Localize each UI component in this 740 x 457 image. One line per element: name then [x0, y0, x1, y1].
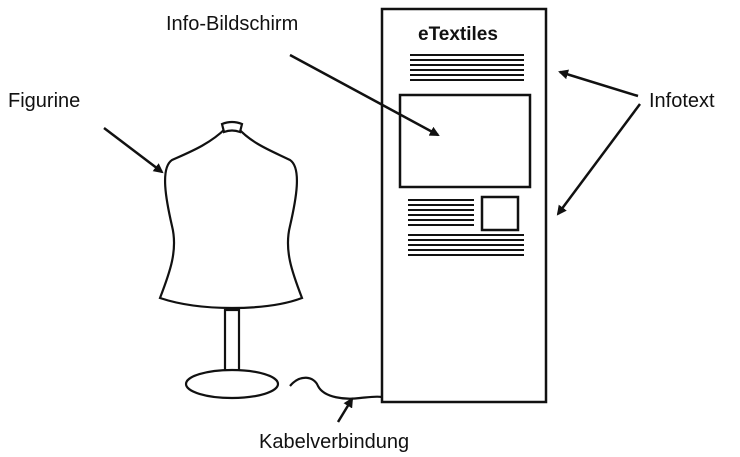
cable	[289, 376, 383, 400]
info-screen-label: Info-Bildschirm	[166, 13, 299, 35]
infotext-label: Infotext	[649, 90, 715, 112]
infotext-arrow-top	[558, 69, 639, 98]
thumbnail-image	[480, 195, 520, 232]
text-lines-bottom	[408, 199, 524, 256]
dress-form	[158, 120, 304, 400]
cable-arrow	[336, 397, 354, 423]
figurine-arrow	[103, 127, 164, 174]
info-kiosk	[380, 7, 548, 404]
panel-title: eTextiles	[418, 24, 498, 45]
cable-label: Kabelverbindung	[259, 431, 410, 453]
info-screen	[398, 93, 532, 189]
figurine-label: Figurine	[8, 90, 81, 112]
info-screen-arrow	[289, 53, 440, 137]
infotext-arrow-bottom	[556, 103, 642, 216]
text-lines-top	[410, 54, 524, 81]
